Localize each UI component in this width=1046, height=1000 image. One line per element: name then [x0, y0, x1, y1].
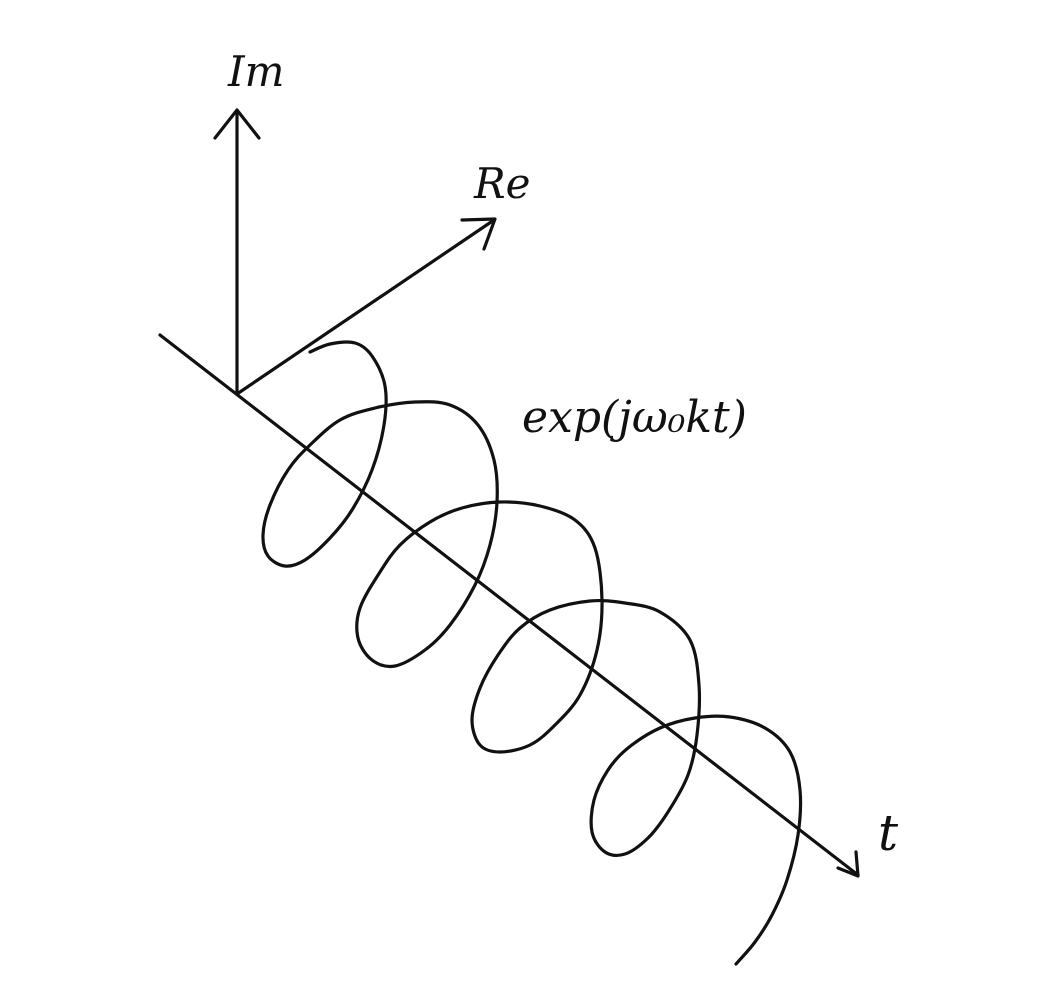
helix-curve [261, 340, 803, 966]
imaginary-axis [213, 108, 261, 396]
real-axis-label: Re [473, 159, 530, 208]
imaginary-axis-label: Im [227, 47, 284, 96]
time-axis-arrowhead [836, 850, 860, 878]
real-axis-line [235, 218, 496, 396]
real-axis [235, 217, 497, 396]
imaginary-axis-arrowhead [213, 108, 261, 140]
helix-expression-label: exp(jω₀kt) [522, 392, 747, 443]
real-axis-arrowhead [460, 217, 497, 251]
time-axis [158, 333, 860, 878]
time-axis-label: t [878, 804, 899, 862]
time-axis-line [158, 333, 860, 877]
